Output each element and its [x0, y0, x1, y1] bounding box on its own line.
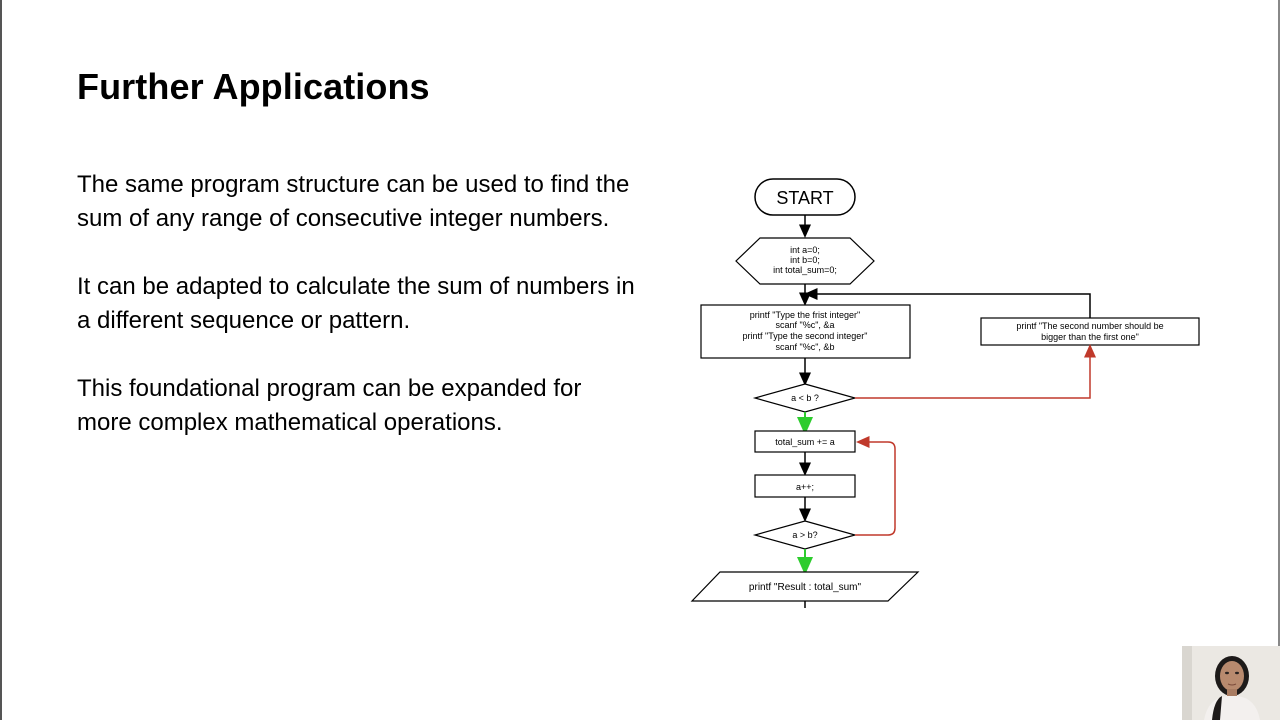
cond1-label: a < b ?	[791, 393, 819, 403]
output-node: printf "Result : total_sum"	[690, 571, 920, 602]
error-node: printf "The second number should be bigg…	[980, 317, 1200, 346]
start-label: START	[776, 188, 833, 208]
error-line-1: printf "The second number should be	[1016, 321, 1163, 331]
slide-title: Further Applications	[77, 66, 430, 107]
sum-label: total_sum += a	[775, 437, 835, 447]
init-line-3: int total_sum=0;	[773, 265, 837, 275]
error-line-2: bigger than the first one"	[1041, 332, 1139, 342]
output-label: printf "Result : total_sum"	[749, 582, 862, 593]
slide-border-left	[0, 0, 2, 720]
inc-node: a++;	[754, 474, 856, 498]
start-node: START	[754, 178, 856, 216]
slide-border-right	[1278, 0, 1280, 720]
input-line-3: printf "Type the second integer"	[743, 331, 868, 341]
cond2-node: a > b?	[752, 520, 858, 550]
paragraph-2: It can be adapted to calculate the sum o…	[77, 273, 635, 334]
presenter-webcam-icon	[1182, 646, 1280, 720]
flowchart-diagram: START int a=0; int b=0; int total_sum=0;…	[690, 178, 1200, 608]
paragraph-3: This foundational program can be expande…	[77, 375, 582, 436]
input-node: printf "Type the frist integer" scanf "%…	[700, 304, 911, 359]
input-line-2: scanf "%c", &a	[776, 320, 835, 330]
init-node: int a=0; int b=0; int total_sum=0;	[735, 237, 875, 285]
edge-cond1-no	[855, 344, 1096, 399]
cond1-node: a < b ?	[752, 383, 858, 413]
presenter-webcam	[1182, 646, 1280, 720]
cond2-label: a > b?	[792, 530, 817, 540]
edge-cond2-loop	[855, 436, 896, 536]
input-line-1: printf "Type the frist integer"	[750, 310, 860, 320]
init-line-1: int a=0;	[790, 245, 820, 255]
input-line-4: scanf "%c", &b	[776, 342, 835, 352]
sum-node: total_sum += a	[754, 430, 856, 453]
edge-error-back	[804, 288, 1091, 318]
init-line-2: int b=0;	[790, 255, 820, 265]
paragraph-1: The same program structure can be used t…	[77, 171, 630, 232]
slide-body: The same program structure can be used t…	[77, 168, 637, 474]
inc-label: a++;	[796, 482, 814, 492]
